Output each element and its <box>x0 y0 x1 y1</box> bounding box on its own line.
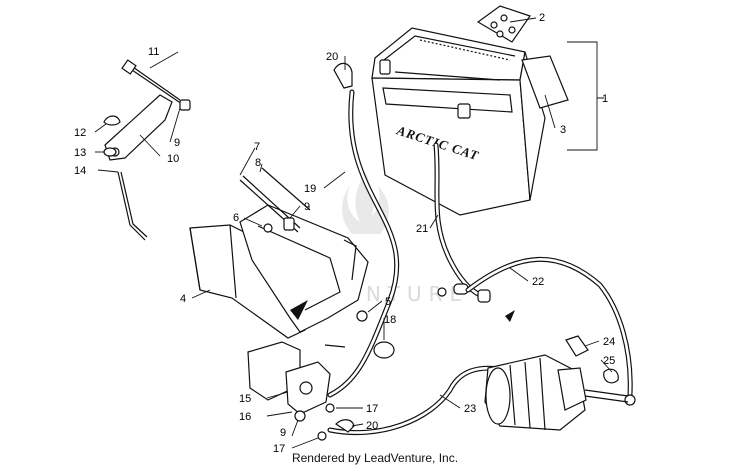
wing-nut-12 <box>103 115 121 126</box>
callout-9-lower: 9 <box>280 427 286 439</box>
callout-10: 10 <box>167 153 179 165</box>
cable-boot-18 <box>373 341 395 359</box>
callout-2: 2 <box>539 12 545 24</box>
positive-cable-19 <box>327 62 400 398</box>
callout-14: 14 <box>74 165 86 177</box>
callout-16: 16 <box>239 411 251 423</box>
callout-22: 22 <box>532 276 544 288</box>
terminal-boot-24 <box>565 335 589 357</box>
callout-9-upper: 9 <box>174 137 180 149</box>
callout-13: 13 <box>74 147 86 159</box>
callout-1: 1 <box>602 93 608 105</box>
callout-25: 25 <box>603 355 615 367</box>
callout-20-lower: 20 <box>366 420 378 432</box>
ground-cable-22 <box>465 256 636 406</box>
starter-solenoid <box>285 361 331 415</box>
washer-13 <box>103 147 117 157</box>
callout-12: 12 <box>74 127 86 139</box>
starter-cable-23 <box>327 365 508 436</box>
nut-9-upper <box>179 99 191 111</box>
callout-3: 3 <box>560 124 566 136</box>
callout-9-middle: 9 <box>304 201 310 213</box>
nut-17-upper <box>325 403 335 413</box>
nut-9-middle <box>283 217 295 231</box>
nut-17-lower <box>317 431 327 441</box>
battery: ARCTIC CAT <box>371 27 546 216</box>
callout-18: 18 <box>384 314 396 326</box>
callout-1-bracket <box>567 41 604 151</box>
callout-5: 5 <box>385 296 391 308</box>
callout-15: 15 <box>239 393 251 405</box>
callout-4: 4 <box>180 293 186 305</box>
hold-down-rod-14 <box>117 171 148 241</box>
battery-label-sheet <box>521 55 569 109</box>
washer-6 <box>263 223 273 233</box>
callout-8: 8 <box>255 157 261 169</box>
callout-6: 6 <box>233 212 239 224</box>
leader-lines <box>94 17 613 449</box>
starter-motor <box>484 354 629 431</box>
battery-mount-bracket <box>239 204 369 333</box>
nut-terminal <box>437 287 447 297</box>
bolt-lower <box>324 344 346 348</box>
terminal-hardware-kit <box>476 5 531 43</box>
callout-19: 19 <box>304 183 316 195</box>
callout-17-upper: 17 <box>366 403 378 415</box>
callout-17-lower: 17 <box>273 443 285 455</box>
arrow-marker <box>505 310 515 322</box>
callout-23: 23 <box>464 403 476 415</box>
nut-9-lower <box>294 410 306 422</box>
callout-labels: 1 2 3 4 5 6 7 8 9 9 9 10 11 12 13 14 15 … <box>74 12 615 455</box>
callout-20-upper: 20 <box>326 51 338 63</box>
render-credit: Rendered by LeadVenture, Inc. <box>291 451 459 465</box>
callout-7: 7 <box>254 141 260 153</box>
callout-11: 11 <box>148 46 159 58</box>
screw-5 <box>356 310 368 322</box>
callout-24: 24 <box>603 336 615 348</box>
bolt-11 <box>121 59 183 105</box>
callout-21: 21 <box>416 223 428 235</box>
